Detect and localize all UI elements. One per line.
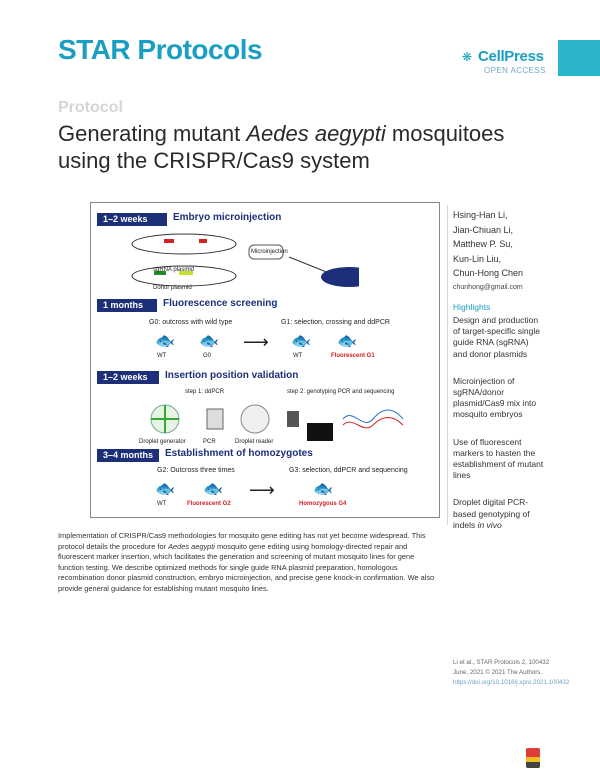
cellpress-logo-icon: ❋ bbox=[462, 50, 473, 64]
step-1-time: 1–2 weeks bbox=[97, 213, 167, 226]
mosquito-icon: 🐟 bbox=[291, 333, 311, 350]
step-2-time: 1 months bbox=[97, 299, 157, 312]
article-type: Protocol bbox=[58, 99, 123, 116]
g0-outcross-text: G0: outcross with wild type bbox=[149, 319, 233, 326]
g0-label: G0 bbox=[203, 353, 212, 359]
arrow-right-icon: ⟶ bbox=[243, 332, 269, 352]
author: Kun-Lin Liu, bbox=[453, 253, 502, 264]
ddpcr-workflow-diagram bbox=[150, 404, 404, 441]
wt-label: WT bbox=[157, 353, 167, 359]
author-list: Hsing-Han Li, Jian-Chiuan Li, Matthew P.… bbox=[453, 208, 593, 281]
sidebar-divider bbox=[447, 205, 448, 525]
fluorescent-g2-label: Fluorescent G2 bbox=[187, 501, 231, 507]
g1-selection-text: G1: selection, crossing and ddPCR bbox=[281, 319, 390, 326]
title-species: Aedes aegypti bbox=[246, 121, 386, 146]
open-access-label: OPEN ACCESS bbox=[484, 66, 546, 75]
fluorescent-g1-label: Fluorescent G1 bbox=[331, 353, 375, 359]
step-1-title: Embryo microinjection bbox=[173, 212, 282, 223]
citation-block: Li et al., STAR Protocols 2, 100432 June… bbox=[453, 658, 570, 687]
highlight-item: Use of fluorescent markers to hasten the… bbox=[453, 436, 544, 481]
highlights-list: Design and production of target-specific… bbox=[453, 315, 545, 547]
author: Hsing-Han Li, bbox=[453, 210, 508, 220]
sgrna-label: sgRNA plasmid bbox=[153, 267, 195, 273]
author: Jian-Chiuan Li, bbox=[453, 224, 514, 235]
corresponding-email[interactable]: chunhong@gmail.com bbox=[453, 284, 523, 291]
highlights-heading: Highlights bbox=[453, 302, 491, 312]
homozygous-g4-label: Homozygous G4 bbox=[299, 501, 347, 507]
step-4-title: Establishment of homozygotes bbox=[165, 448, 313, 459]
journal-accent-tab bbox=[558, 40, 600, 76]
graphical-abstract: 1–2 weeks Embryo microinjection sgRNA pl… bbox=[90, 202, 440, 518]
mosquito-icon: 🐟 bbox=[337, 333, 357, 350]
ddpcr-step-label: step 1: ddPCR bbox=[185, 389, 225, 395]
step-3-title: Insertion position validation bbox=[165, 370, 299, 381]
g3-selection-text: G3: selection, ddPCR and sequencing bbox=[289, 467, 408, 474]
mosquito-icon: 🐟 bbox=[313, 481, 333, 498]
arrow-right-icon: ⟶ bbox=[249, 480, 275, 500]
journal-title: STAR Protocols bbox=[58, 34, 263, 65]
highlight-item: Design and production of target-specific… bbox=[453, 315, 540, 359]
citation-ref: Li et al., STAR Protocols 2, 100432 bbox=[453, 659, 550, 666]
author: Chun-Hong Chen bbox=[453, 268, 524, 278]
wt2-label: WT bbox=[293, 353, 303, 359]
step-4-time: 3–4 months bbox=[97, 449, 159, 462]
doi-link[interactable]: https://doi.org/10.1016/j.xpro.2021.1004… bbox=[453, 678, 570, 686]
droplet-reader-label: Droplet reader bbox=[235, 439, 274, 445]
wt3-label: WT bbox=[157, 501, 167, 507]
g2-outcross-text: G2: Outcross three times bbox=[157, 467, 235, 474]
citation-date: June, 2021 © 2021 The Authors. bbox=[453, 668, 543, 676]
microinjection-label: Microinjection bbox=[251, 249, 288, 255]
mosquito-icon: 🐟 bbox=[203, 481, 223, 498]
cellpress-logo[interactable]: ❋ CellPress OPEN ACCESS bbox=[462, 48, 548, 78]
mosquito-icon: 🐟 bbox=[199, 333, 219, 350]
plasmid-diagram bbox=[131, 233, 359, 287]
mosquito-icon: 🐟 bbox=[155, 333, 175, 350]
mosquito-icon: 🐟 bbox=[155, 481, 175, 498]
abstract: Implementation of CRISPR/Cas9 methodolog… bbox=[58, 531, 435, 593]
author: Matthew P. Su, bbox=[453, 239, 513, 249]
droplet-generator-label: Droplet generator bbox=[139, 439, 186, 445]
publisher-name: CellPress bbox=[478, 48, 544, 65]
pcr-label: PCR bbox=[203, 439, 216, 445]
donor-label: Donor plasmid bbox=[153, 285, 192, 291]
article-title: Generating mutant Aedes aegypti mosquito… bbox=[58, 121, 505, 173]
step-3-time: 1–2 weeks bbox=[97, 371, 159, 384]
highlight-item: Droplet digital PCR-based genotyping of … bbox=[453, 497, 530, 530]
step-2-title: Fluorescence screening bbox=[163, 298, 278, 309]
sequencing-step-label: step 2: genotyping PCR and sequencing bbox=[287, 389, 395, 395]
highlight-item: Microinjection of sgRNA/donor plasmid/Ca… bbox=[453, 375, 537, 420]
journal-badge-icon bbox=[526, 748, 540, 768]
